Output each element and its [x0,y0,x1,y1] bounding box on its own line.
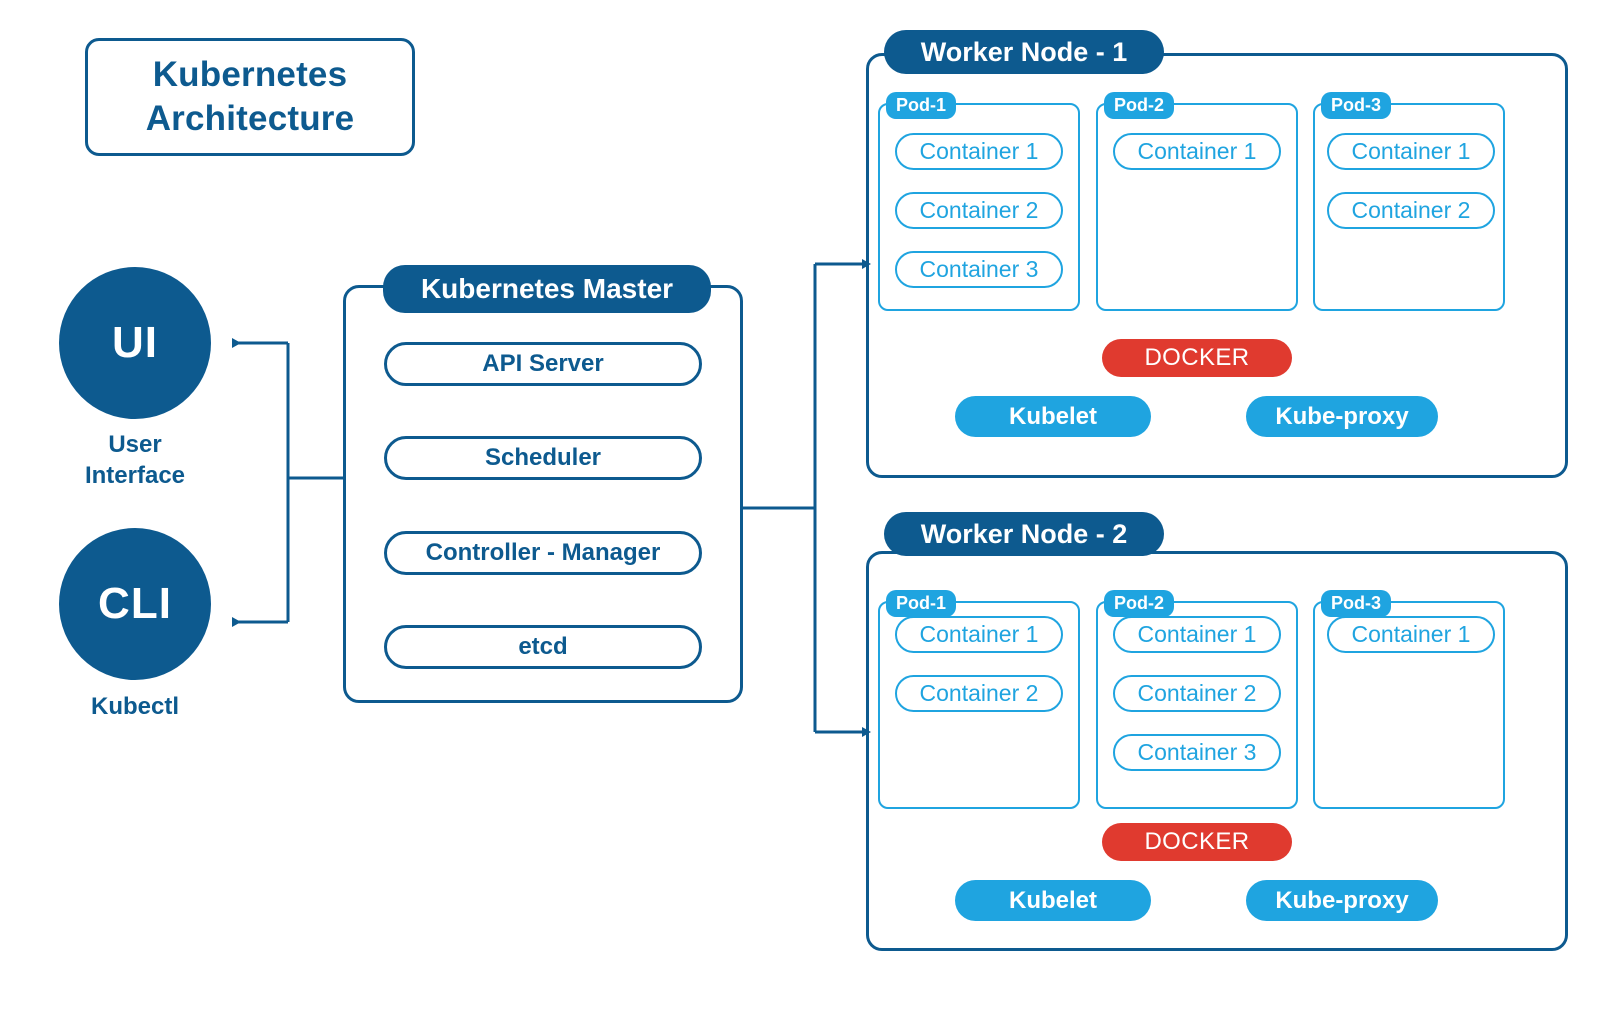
worker-node-2-pod-1-label: Pod-1 [886,590,957,617]
worker-node-1-docker-runtime[interactable]: DOCKER [1102,339,1292,377]
kubernetes-master-header: Kubernetes Master [383,265,711,313]
page-title-line-2: Architecture [145,99,355,138]
client-circle-cli[interactable]: CLI [59,528,211,680]
client-ui-caption-line-1: User [108,431,162,458]
client-cli-caption: Kubectl [20,692,250,723]
worker-node-2-docker-runtime[interactable]: DOCKER [1102,823,1292,861]
worker-node-1-pod-3-label: Pod-3 [1321,92,1392,119]
client-cli-label: CLI [98,579,172,628]
worker-node-1-pod-1-container-1[interactable]: Container 1 [895,133,1063,170]
worker-node-1-pod-3-container-2[interactable]: Container 2 [1327,192,1495,229]
worker-node-2-panel [866,551,1568,951]
client-ui-caption-line-2: Interface [84,461,186,489]
worker-node-2-pod-2-container-3[interactable]: Container 3 [1113,734,1281,771]
master-component-scheduler[interactable]: Scheduler [384,436,702,480]
worker-node-2-pod-3-label: Pod-3 [1321,590,1392,617]
worker-node-2-pod-1-container-1[interactable]: Container 1 [895,616,1063,653]
client-cli-caption-line-1: Kubectl [90,693,179,720]
worker-node-2-kube-proxy[interactable]: Kube-proxy [1246,880,1438,921]
worker-node-2-kubelet[interactable]: Kubelet [955,880,1151,921]
client-ui-label: UI [112,318,158,367]
worker-node-1-pod-1-container-2[interactable]: Container 2 [895,192,1063,229]
worker-node-1-kube-proxy[interactable]: Kube-proxy [1246,396,1438,437]
master-component-api-server[interactable]: API Server [384,342,702,386]
page-title: Kubernetes Architecture [146,53,355,141]
worker-node-2-pod-3-container-1[interactable]: Container 1 [1327,616,1495,653]
master-component-etcd[interactable]: etcd [384,625,702,669]
client-circle-ui[interactable]: UI [59,267,211,419]
worker-node-1-pod-3-container-1[interactable]: Container 1 [1327,133,1495,170]
worker-node-1-pod-2-container-1[interactable]: Container 1 [1113,133,1281,170]
worker-node-1-pod-2-label: Pod-2 [1104,92,1175,119]
worker-node-2-pod-2-container-2[interactable]: Container 2 [1113,675,1281,712]
worker-node-2-header: Worker Node - 2 [884,512,1164,556]
worker-node-1-header: Worker Node - 1 [884,30,1164,74]
diagram-title-box: Kubernetes Architecture [85,38,415,156]
worker-node-1-kubelet[interactable]: Kubelet [955,396,1151,437]
master-component-controller-manager[interactable]: Controller - Manager [384,531,702,575]
worker-node-1-pod-1-label: Pod-1 [886,92,957,119]
client-ui-caption: User Interface [20,430,250,491]
worker-node-1-pod-1-container-3[interactable]: Container 3 [895,251,1063,288]
worker-node-2-pod-2-label: Pod-2 [1104,590,1175,617]
worker-node-2-pod-2-container-1[interactable]: Container 1 [1113,616,1281,653]
wire-master-to-workers [743,259,871,737]
worker-node-2-pod-1-container-2[interactable]: Container 2 [895,675,1063,712]
page-title-line-1: Kubernetes [152,55,348,95]
